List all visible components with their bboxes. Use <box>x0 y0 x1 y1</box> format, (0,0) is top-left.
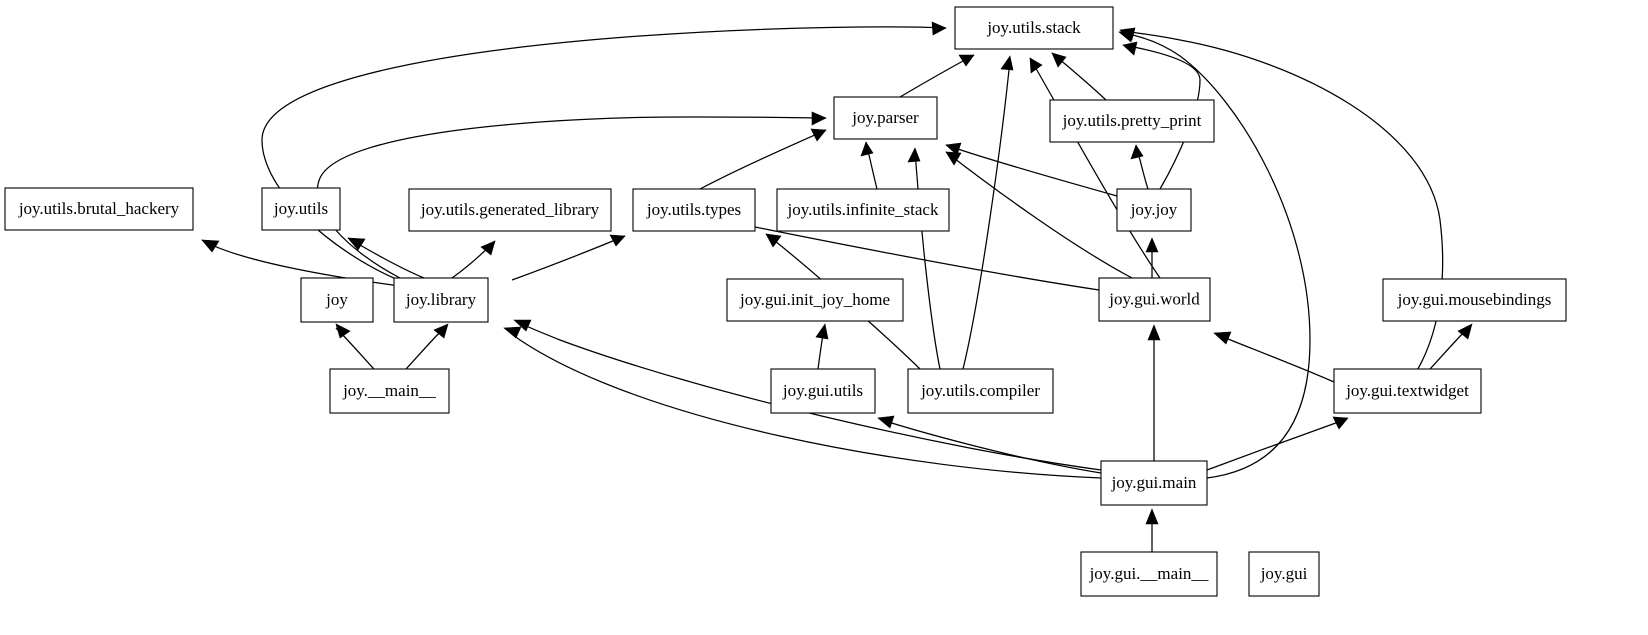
edge-joy.gui.textwidget-to-joy.gui.world <box>1213 331 1335 383</box>
node-box[interactable] <box>4 187 194 231</box>
node-joy.gui[interactable]: joy.gui <box>1248 551 1320 597</box>
node-joy.parser[interactable]: joy.parser <box>833 96 938 140</box>
node-joy.gui.utils[interactable]: joy.gui.utils <box>770 368 876 414</box>
edge-joy.utils.pretty_print-to-joy.utils.stack <box>1051 52 1107 101</box>
edge-joy.joy-to-joy.utils.pretty_print <box>1130 144 1149 190</box>
edge-joy.utils.compiler-to-joy.utils.stack <box>962 55 1014 370</box>
node-box[interactable] <box>329 368 450 414</box>
node-joy.utils.brutal_hackery[interactable]: joy.utils.brutal_hackery <box>4 187 194 231</box>
node-box[interactable] <box>300 277 374 323</box>
edge-joy.library-to-joy.utils.stack <box>261 21 947 280</box>
edge-joy.parser-to-joy.utils.stack <box>899 54 975 98</box>
node-joy.gui.world[interactable]: joy.gui.world <box>1098 277 1211 322</box>
node-label: joy.gui.main <box>1111 473 1197 492</box>
edge-joy.gui.main-to-joy.gui.world <box>1147 324 1161 461</box>
node-box[interactable] <box>907 368 1054 414</box>
edge-joy.library-to-joy.utils.brutal_hackery <box>201 239 401 287</box>
node-layer: joy.utils.stack joy.parser joy.utils.prett… <box>4 6 1567 597</box>
node-joy.utils.compiler[interactable]: joy.utils.compiler <box>907 368 1054 414</box>
edge-joy.joy-to-joy.parser <box>945 142 1118 197</box>
node-joy.utils.stack[interactable]: joy.utils.stack <box>954 6 1114 50</box>
node-box[interactable] <box>1080 551 1218 597</box>
node-label: joy <box>325 290 348 309</box>
edge-joy.gui.world-to-joy.parser <box>945 151 1133 279</box>
node-joy.gui.mousebindings[interactable]: joy.gui.mousebindings <box>1382 278 1567 322</box>
edge-joy.library-to-joy.utils <box>347 237 425 279</box>
node-label: joy.gui.utils <box>782 381 863 400</box>
node-box[interactable] <box>954 6 1114 50</box>
node-box[interactable] <box>1098 277 1211 322</box>
edge-joy.library-to-joy.utils.types <box>511 234 626 281</box>
edge-joy.utils.infinite_stack-to-joy.parser <box>860 141 878 190</box>
edge-joy.library-to-joy.utils.generated_library <box>451 240 496 279</box>
edge-joy.gui.world-to-joy.joy <box>1145 237 1159 278</box>
node-joy[interactable]: joy <box>300 277 374 323</box>
node-label: joy.gui.world <box>1108 289 1200 308</box>
node-box[interactable] <box>1248 551 1320 597</box>
edge-joy.joy-to-joy.utils.stack <box>1122 41 1201 190</box>
node-label: joy.gui.init_joy_home <box>739 290 890 309</box>
node-label: joy.parser <box>851 108 919 127</box>
node-joy.utils[interactable]: joy.utils <box>261 187 341 231</box>
edge-joy.gui.world-to-joy.utils.stack <box>1029 57 1161 279</box>
node-joy.gui.textwidget[interactable]: joy.gui.textwidget <box>1333 368 1482 414</box>
node-joy.utils.generated_library[interactable]: joy.utils.generated_library <box>408 188 612 232</box>
node-joy.utils.types[interactable]: joy.utils.types <box>632 188 756 232</box>
node-label: joy.gui.mousebindings <box>1397 290 1552 309</box>
node-label: joy.utils.pretty_print <box>1062 111 1202 130</box>
edge-joy.gui.main-to-joy.gui.textwidget <box>1206 416 1349 471</box>
node-box[interactable] <box>408 188 612 232</box>
edge-layer <box>201 21 1473 552</box>
node-joy.utils.infinite_stack[interactable]: joy.utils.infinite_stack <box>776 188 950 232</box>
node-label: joy.utils.types <box>646 200 741 219</box>
edge-joy.gui.textwidget-to-joy.gui.mousebindings <box>1429 323 1473 370</box>
edge-joy.gui.textwidget-to-joy.utils.stack <box>1119 27 1444 389</box>
node-label: joy.utils.generated_library <box>420 200 600 219</box>
node-label: joy.utils.compiler <box>920 381 1040 400</box>
node-box[interactable] <box>776 188 950 232</box>
node-label: joy.library <box>405 290 477 309</box>
edge-joy.__main__-to-joy.library <box>405 323 449 370</box>
node-label: joy.utils.stack <box>986 18 1081 37</box>
node-box[interactable] <box>1116 188 1192 232</box>
node-label: joy.gui.__main__ <box>1089 564 1209 583</box>
node-box[interactable] <box>833 96 938 140</box>
node-joy.joy[interactable]: joy.joy <box>1116 188 1192 232</box>
node-box[interactable] <box>1382 278 1567 322</box>
edge-joy.utils.types-to-joy.parser <box>699 128 827 190</box>
node-joy.gui.__main__[interactable]: joy.gui.__main__ <box>1080 551 1218 597</box>
node-box[interactable] <box>1049 99 1215 143</box>
node-box[interactable] <box>261 187 341 231</box>
node-label: joy.__main__ <box>342 381 436 400</box>
node-joy.__main__[interactable]: joy.__main__ <box>329 368 450 414</box>
node-joy.gui.init_joy_home[interactable]: joy.gui.init_joy_home <box>726 278 904 322</box>
edge-joy.gui.main-to-joy.library-alt <box>503 326 1102 479</box>
edge-joy.gui.main-to-joy.gui.utils <box>877 415 1102 474</box>
node-box[interactable] <box>393 277 489 323</box>
node-label: joy.gui <box>1260 564 1308 583</box>
node-box[interactable] <box>726 278 904 322</box>
node-label: joy.utils <box>273 199 328 218</box>
node-label: joy.joy <box>1130 200 1178 219</box>
node-label: joy.utils.brutal_hackery <box>18 199 180 218</box>
edge-joy.gui.main-to-joy.utils.stack <box>1118 29 1311 479</box>
node-joy.gui.main[interactable]: joy.gui.main <box>1100 460 1208 506</box>
node-label: joy.utils.infinite_stack <box>787 200 939 219</box>
edge-joy.__main__-to-joy <box>335 323 375 370</box>
node-label: joy.gui.textwidget <box>1345 381 1469 400</box>
node-box[interactable] <box>632 188 756 232</box>
edge-joy.gui.main-to-joy.library <box>513 319 1102 471</box>
node-joy.library[interactable]: joy.library <box>393 277 489 323</box>
node-box[interactable] <box>770 368 876 414</box>
edge-joy.gui.utils-to-joy.gui.init_joy_home <box>815 323 829 370</box>
node-joy.utils.pretty_print[interactable]: joy.utils.pretty_print <box>1049 99 1215 143</box>
node-box[interactable] <box>1333 368 1482 414</box>
edge-joy.utils.compiler-to-joy.parser <box>907 147 941 370</box>
node-box[interactable] <box>1100 460 1208 506</box>
edge-joy.gui.__main__-to-joy.gui.main <box>1145 508 1159 552</box>
